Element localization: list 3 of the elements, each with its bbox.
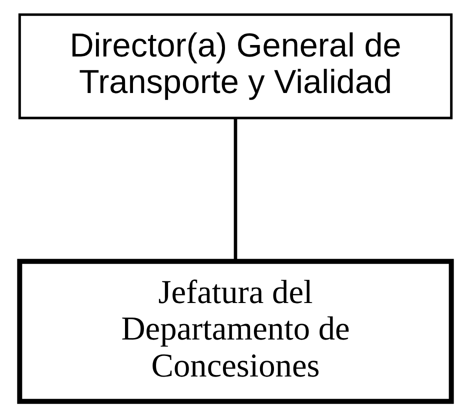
connector <box>234 118 238 262</box>
node-box: Jefatura del Departamento de Concesiones <box>17 258 454 404</box>
node-box: Director(a) General de Transporte y Vialidad <box>18 13 453 120</box>
